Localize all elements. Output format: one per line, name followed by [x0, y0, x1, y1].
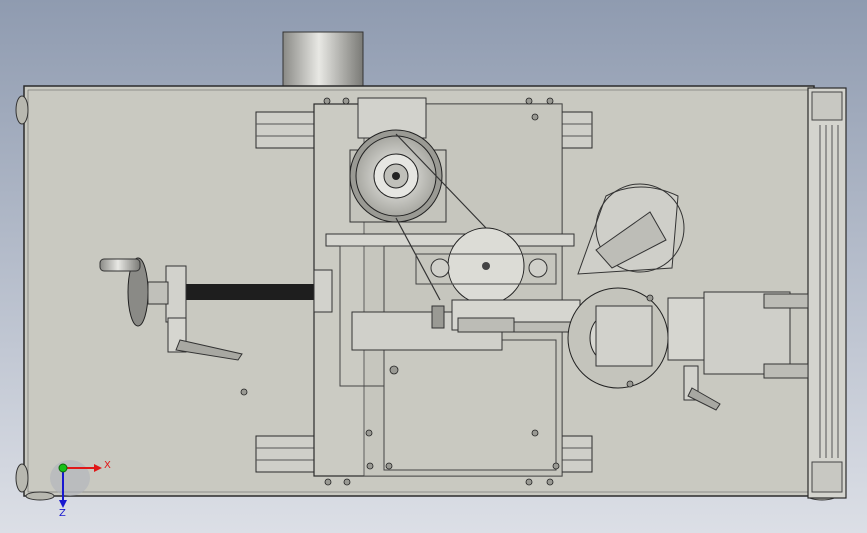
y-axis-dot	[58, 463, 68, 473]
roller-assembly	[567, 287, 809, 411]
driven-pulley	[415, 227, 557, 305]
z-axis-label: Z	[59, 508, 66, 519]
lead-screw-assembly	[99, 257, 333, 361]
motor-assembly	[349, 97, 447, 223]
fasteners	[240, 97, 654, 486]
x-axis-label: X	[104, 460, 111, 471]
right-profile-rail	[807, 87, 847, 499]
drive-belt	[395, 133, 487, 301]
chute-cover	[577, 183, 685, 275]
coordinate-triad: X Z	[50, 460, 111, 519]
top-cylinder	[282, 31, 364, 87]
